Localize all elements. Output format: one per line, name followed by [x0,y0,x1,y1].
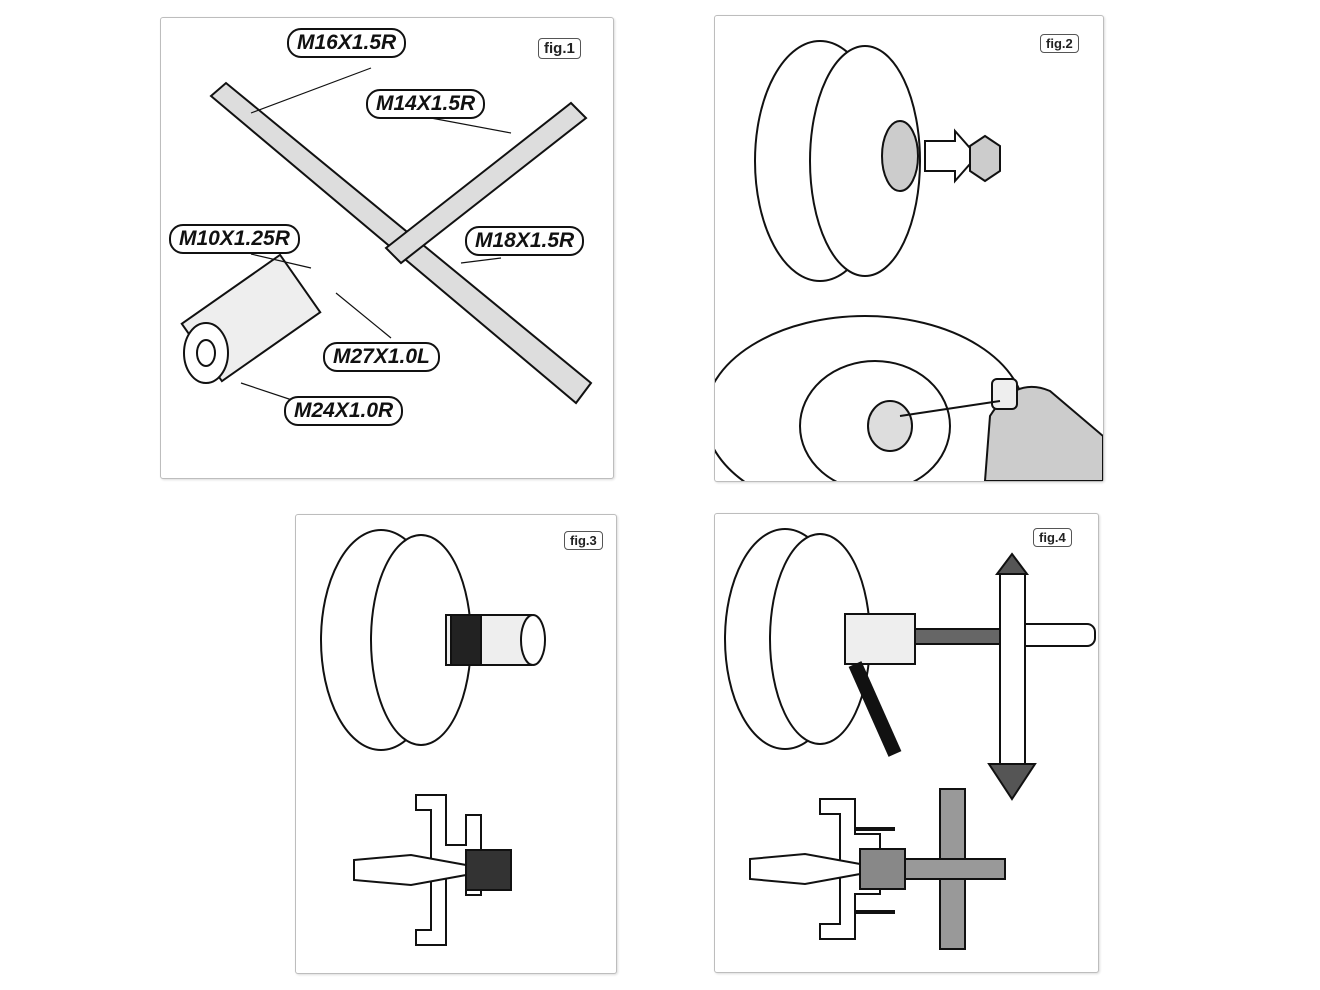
thread-label-m18: M18X1.5R [465,226,585,256]
thread-label-m14: M14X1.5R [366,89,486,119]
figure-4-label: fig.4 [1033,528,1072,547]
thread-label-m24: M24X1.0R [284,396,404,426]
figure-2-label: fig.2 [1040,34,1079,53]
figure-3-label: fig.3 [564,531,603,550]
figure-2-panel: fig.2 [714,15,1104,482]
figure-1-panel: fig.1 M16X1.5R M14X1.5R M10X1.25R M18X1.… [160,17,614,479]
cross-wrench-illustration [180,67,593,405]
figure-3-panel: fig.3 [295,514,617,974]
puller-installation-illustration [320,529,546,946]
flywheel-nut-removal-illustration [715,40,1103,481]
thread-label-m27: M27X1.0L [323,342,440,372]
puller-extraction-illustration [724,528,1096,950]
figure-1-label: fig.1 [538,38,581,59]
figure-4-panel: fig.4 [714,513,1099,973]
thread-label-m16: M16X1.5R [287,28,407,58]
thread-label-m10: M10X1.25R [169,224,300,254]
